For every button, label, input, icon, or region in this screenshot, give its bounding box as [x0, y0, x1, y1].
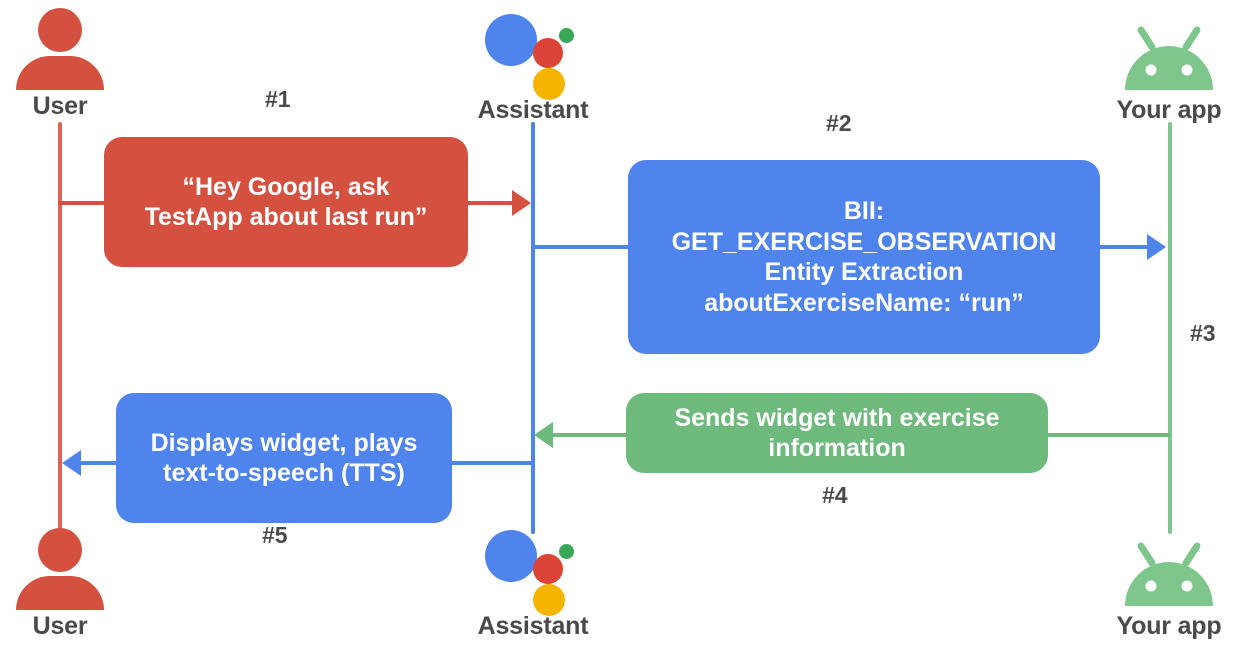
arrowhead-msg2 — [1147, 234, 1166, 260]
actor-label-user-top: User — [32, 92, 88, 120]
person-head — [38, 528, 82, 572]
connector-user-to-msg1 — [58, 201, 118, 205]
message-4-line-1: Sends widget with exercise — [674, 403, 1000, 432]
actor-assistant-top: Assistant — [448, 8, 618, 123]
message-box-4[interactable]: Sends widget with exercise information — [626, 393, 1048, 473]
google-assistant-icon — [483, 524, 583, 616]
assistant-green-dot-icon — [559, 28, 574, 43]
message-2-line-3: Entity Extraction — [764, 258, 964, 286]
person-icon — [16, 8, 104, 90]
message-4-line-2: information — [768, 434, 906, 462]
step-label-5: #5 — [262, 522, 288, 548]
message-1-line-2: TestApp about last run” — [144, 203, 428, 231]
android-robot-icon — [1115, 530, 1223, 610]
connector-msg2-to-app — [1098, 245, 1150, 249]
lifeline-user — [58, 122, 62, 534]
connector-msg5-to-user — [80, 461, 120, 465]
person-icon — [16, 528, 104, 610]
message-2-line-1: BII: — [843, 197, 885, 225]
actor-assistant-bottom: Assistant — [448, 524, 618, 639]
lifeline-your-app — [1168, 122, 1172, 534]
android-robot-icon — [1115, 14, 1223, 94]
connector-msg1-to-assistant — [466, 201, 518, 205]
actor-user-bottom: User — [0, 528, 145, 639]
actor-label-your-app-top: Your app — [1116, 96, 1222, 124]
arrowhead-msg1 — [512, 190, 531, 216]
actor-label-your-app-bottom: Your app — [1116, 612, 1222, 640]
connector-app-to-msg4 — [1046, 433, 1170, 437]
message-2-line-4: aboutExerciseName: “run” — [704, 288, 1024, 317]
assistant-yellow-dot-icon — [533, 584, 565, 616]
lifeline-assistant — [531, 122, 535, 534]
message-1-line-1: “Hey Google, ask — [182, 172, 390, 201]
message-box-1[interactable]: “Hey Google, ask TestApp about last run” — [104, 137, 468, 267]
assistant-red-dot-icon — [533, 38, 563, 68]
message-2-line-2: GET_EXERCISE_OBSERVATION — [671, 227, 1057, 256]
step-label-4: #4 — [822, 482, 848, 508]
assistant-yellow-dot-icon — [533, 68, 565, 100]
message-5-line-2: text-to-speech (TTS) — [163, 459, 405, 487]
step-label-2: #2 — [826, 110, 852, 136]
message-box-5[interactable]: Displays widget, plays text-to-speech (T… — [116, 393, 452, 523]
step-label-3: #3 — [1190, 320, 1216, 346]
connector-assistant-to-msg2 — [531, 245, 631, 249]
actor-your-app-top: Your app — [1084, 14, 1244, 123]
person-body — [16, 56, 104, 90]
assistant-green-dot-icon — [559, 544, 574, 559]
actor-user-top: User — [0, 8, 145, 119]
connector-msg4-to-assistant — [552, 433, 628, 437]
person-body — [16, 576, 104, 610]
arrowhead-msg5 — [62, 450, 81, 476]
actor-label-assistant-bottom: Assistant — [477, 612, 589, 640]
person-head — [38, 8, 82, 52]
step-label-1: #1 — [265, 86, 291, 112]
message-box-2[interactable]: BII: GET_EXERCISE_OBSERVATION Entity Ext… — [628, 160, 1100, 354]
connector-assistant-to-msg5 — [452, 461, 534, 465]
assistant-blue-dot-icon — [485, 14, 537, 66]
assistant-blue-dot-icon — [485, 530, 537, 582]
actor-label-assistant-top: Assistant — [477, 96, 589, 124]
actor-label-user-bottom: User — [32, 612, 88, 640]
assistant-red-dot-icon — [533, 554, 563, 584]
google-assistant-icon — [483, 8, 583, 100]
message-5-line-1: Displays widget, plays — [150, 428, 418, 457]
actor-your-app-bottom: Your app — [1084, 530, 1244, 639]
arrowhead-msg4 — [534, 422, 553, 448]
